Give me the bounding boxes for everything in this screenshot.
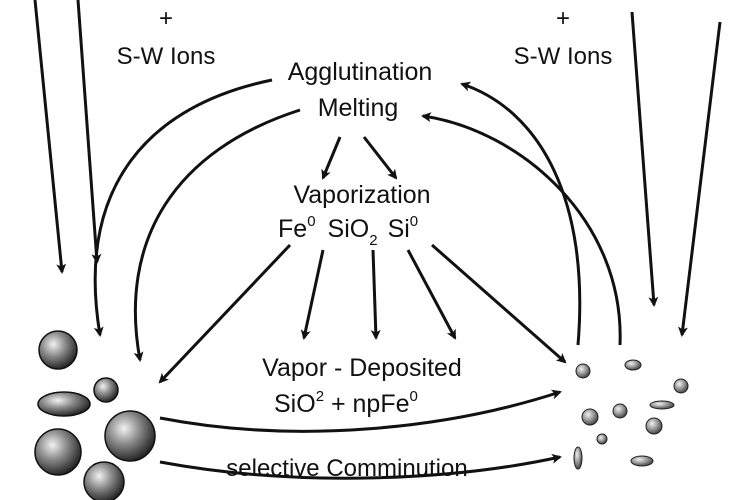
melting-label: Melting [318,94,399,122]
coarse-grains [34,330,156,500]
deposit-sio-superscript: 2 [316,388,324,405]
arrow-sio2-to-deposit [370,249,381,340]
si-oxidation-state: 0 [410,213,418,230]
fe-oxidation-state: 0 [307,213,315,230]
grain [37,391,91,417]
arrow-melt-to-vapor-right [362,136,398,180]
sio-subscript: 2 [369,232,377,249]
arrow-left-inner [76,0,102,264]
particle [612,403,628,419]
arrow-melting-to-grains [133,108,301,362]
particle [649,400,675,410]
process-arrows [93,78,622,480]
particle [581,408,599,426]
particle [645,417,663,435]
right-plus-sign: + [556,5,570,32]
arrow-grains-to-fine [159,389,562,433]
left-sw-ions-label: S-W Ions [117,43,216,70]
vaporization-label: Vaporization [293,181,430,209]
arrow-si-to-deposit [406,249,457,340]
arrow-right-to-melting [421,112,622,346]
arrow-fe-to-grains [158,243,292,384]
arrow-fe-to-deposit [300,249,325,340]
arrow-melt-to-vapor-left [321,136,342,180]
right-sw-ions-label: S-W Ions [514,43,613,70]
particle [624,359,642,371]
incoming-arrows [33,0,722,337]
arrow-comminution [159,453,562,480]
arrow-left-outer [33,0,67,274]
grain [34,428,82,476]
deposit-npfe-superscript: 0 [410,388,418,405]
deposit-products: SiO2 + npFe0 [274,388,418,418]
arrow-right-to-agglutination [460,81,582,346]
vapor-arrows [158,136,567,384]
sio-label: SiO [328,215,370,243]
grain [104,410,156,462]
particle [630,455,654,467]
particle [596,433,608,445]
grain [38,330,78,370]
particle [573,446,583,470]
deposit-sio-label: SiO [274,390,316,418]
selective-comminution-label: selective Comminution [226,455,467,482]
arrow-si-to-fine [431,243,567,364]
arrow-right-inner [630,11,659,307]
arrow-agglutination-to-grains [93,78,273,337]
deposit-npfe-label: + npFe [324,390,409,418]
vapor-deposited-label: Vapor - Deposited [262,354,462,382]
si-label: Si [388,215,410,243]
agglutination-label: Agglutination [288,58,433,86]
left-plus-sign: + [159,5,173,32]
fe-label: Fe [278,215,307,243]
grain [83,461,125,500]
fine-particles [573,359,689,470]
grain [93,377,119,403]
particle [673,378,689,394]
particle [575,363,591,379]
arrow-right-outer [678,21,722,337]
